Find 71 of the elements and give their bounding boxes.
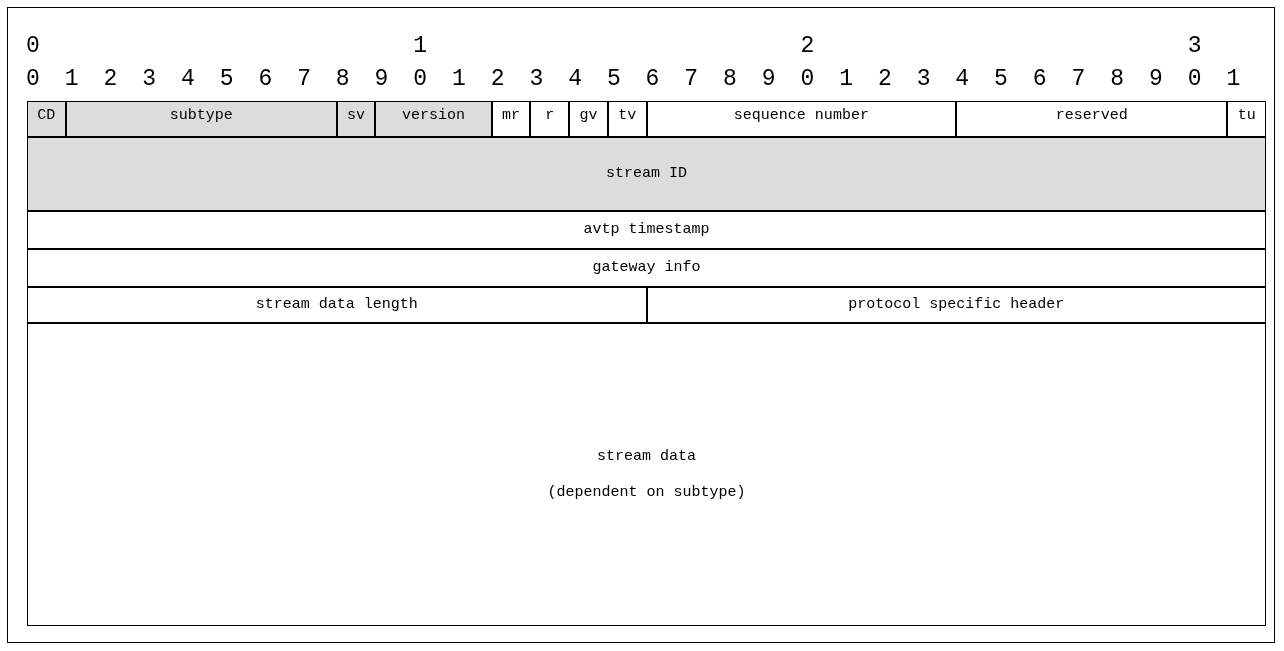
bit-field: [607, 101, 647, 137]
bit-number: 6: [644, 66, 661, 92]
field-label: sequence number: [733, 106, 869, 126]
bit-field: [646, 101, 957, 137]
bit-number: 2: [102, 66, 119, 92]
bit-number: 1: [1225, 66, 1242, 92]
bit-field: [27, 137, 1266, 211]
field-label: stream data length: [255, 295, 418, 315]
bit-field: [569, 101, 608, 137]
field-label: tu: [1237, 106, 1256, 126]
bit-field: [27, 249, 1266, 287]
bit-number: 1: [63, 66, 80, 92]
bit-field: [646, 287, 1266, 323]
bit-field: [336, 101, 376, 137]
bit-number: 5: [218, 66, 235, 92]
bit-number: 8: [334, 66, 351, 92]
bit-field: [27, 211, 1266, 249]
bit-number: 2: [799, 33, 816, 59]
bit-number: 8: [722, 66, 738, 92]
field-label: protocol specific header: [848, 295, 1065, 315]
bit-field: [65, 101, 337, 137]
bit-number: 7: [296, 66, 312, 92]
field-label: r: [545, 106, 555, 126]
field-label: CD: [37, 106, 56, 126]
bit-number: 4: [567, 66, 583, 92]
bit-number: 1: [451, 66, 467, 92]
bit-number: 3: [141, 66, 158, 92]
field-label: gateway info: [592, 258, 701, 278]
bit-number: 5: [605, 66, 622, 92]
bit-number: 0: [412, 66, 429, 92]
bit-number: 4: [954, 66, 971, 92]
bit-number: 6: [257, 66, 274, 92]
field-label: avtp timestamp: [583, 220, 710, 240]
bit-number: 0: [25, 33, 41, 59]
bit-field: [27, 287, 647, 323]
field-label: sv: [347, 106, 366, 126]
bit-number: 7: [1070, 66, 1087, 92]
bit-number: 3: [915, 66, 932, 92]
bit-number: 9: [760, 66, 777, 92]
bit-field: [491, 101, 531, 137]
bit-number: 4: [179, 66, 196, 92]
field-label: mr: [501, 106, 520, 126]
bit-field: [27, 323, 1266, 626]
bit-number: 0: [25, 66, 41, 92]
field-label: gv: [579, 106, 598, 126]
bit-number: 1: [838, 66, 854, 92]
bit-number: 9: [373, 66, 390, 92]
bit-number: 0: [1186, 66, 1203, 92]
bit-field: [1227, 101, 1266, 137]
bit-field: [956, 101, 1228, 137]
bit-number: 0: [799, 66, 816, 92]
field-label: subtype: [169, 106, 233, 126]
bit-field: [27, 101, 66, 137]
bit-field: [530, 101, 570, 137]
bit-number: 8: [1109, 66, 1126, 92]
field-label: stream ID: [606, 164, 687, 184]
bit-number: 3: [1186, 33, 1203, 59]
field-label: reserved: [1055, 106, 1128, 126]
bit-number: 1: [412, 33, 429, 59]
bit-field: [375, 101, 492, 137]
bit-number: 9: [1147, 66, 1164, 92]
bit-number: 3: [528, 66, 545, 92]
bit-number: 5: [993, 66, 1009, 92]
bit-number: 2: [876, 66, 893, 92]
field-label: tv: [618, 106, 637, 126]
bit-number: 2: [489, 66, 506, 92]
field-label: (dependent on subtype): [547, 482, 746, 503]
field-label: version: [402, 106, 466, 126]
field-label: stream data: [597, 446, 696, 467]
bit-number: 7: [683, 66, 700, 92]
bit-number: 6: [1031, 66, 1048, 92]
